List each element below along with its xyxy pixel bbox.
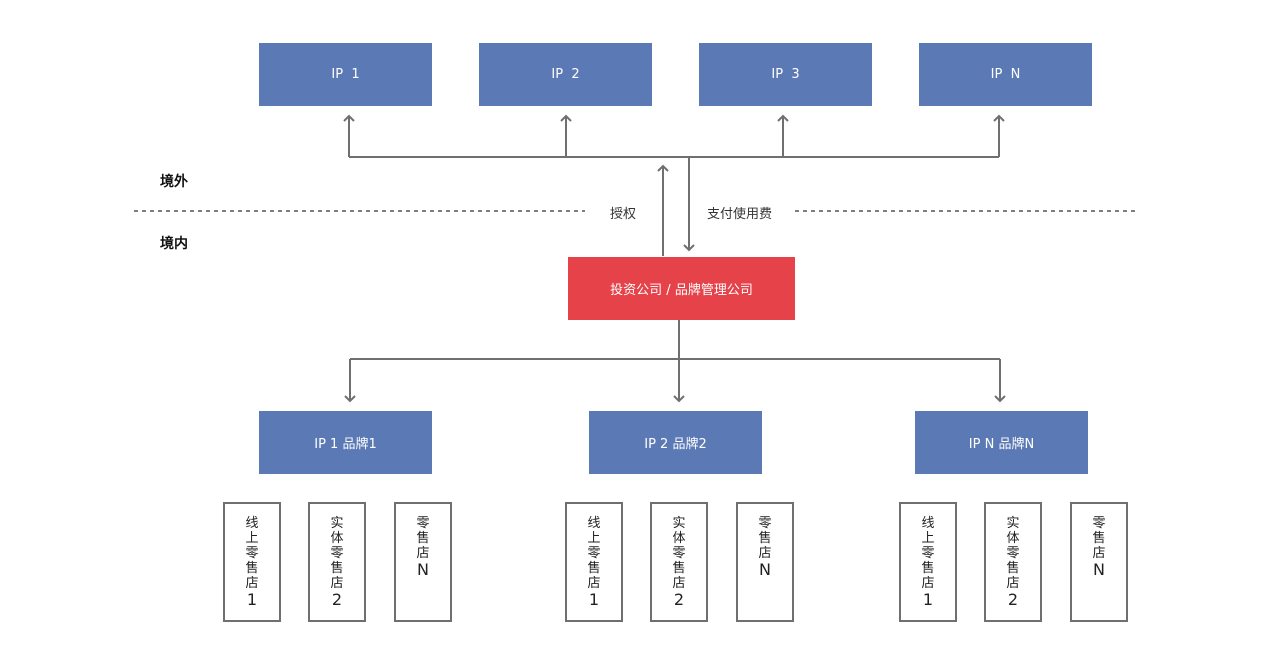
store-label-char: 售: [587, 561, 601, 576]
store-label-char: 售: [245, 561, 259, 576]
zone-domestic-label: 境内: [160, 236, 188, 252]
store-label-char: 售: [1006, 561, 1020, 576]
store-label-char: 上: [921, 531, 935, 546]
store-label-char: 实: [330, 516, 344, 531]
store-number: 2: [673, 590, 685, 609]
license-flow-label: 授权: [610, 207, 637, 222]
store-label-char: 零: [245, 546, 259, 561]
store-number: 2: [1007, 590, 1019, 609]
store-label-char: 零: [1006, 546, 1020, 561]
store-label-char: 零: [921, 546, 935, 561]
brand-node-n: IP N 品牌N: [915, 411, 1088, 474]
store-label-char: 店: [587, 576, 601, 591]
store-label-char: 体: [672, 531, 686, 546]
store-label-char: 店: [330, 576, 344, 591]
store-number: 1: [922, 590, 934, 609]
store-label-char: 零: [416, 516, 430, 531]
ip-node-label: IP 1: [331, 67, 360, 82]
store-label-char: 零: [758, 516, 772, 531]
store-label-char: 上: [587, 531, 601, 546]
store-label-char: 店: [1006, 576, 1020, 591]
brand-node-1: IP 1 品牌1: [259, 411, 432, 474]
store-label-char: 体: [1006, 531, 1020, 546]
store-label-char: 零: [587, 546, 601, 561]
store-label-char: 上: [245, 531, 259, 546]
brand-node-2: IP 2 品牌2: [589, 411, 762, 474]
store-number: N: [759, 560, 771, 579]
store-label-char: 售: [416, 531, 430, 546]
ip-node-label: IP 2: [551, 67, 580, 82]
ip-node-label: IP N: [990, 67, 1021, 82]
brand-node-label: IP N 品牌N: [968, 437, 1035, 452]
store-label-char: 售: [672, 561, 686, 576]
store-label-char: 店: [758, 546, 772, 561]
hub-node: 投资公司 / 品牌管理公司: [568, 257, 795, 320]
store-label-char: 店: [672, 576, 686, 591]
store-number: N: [1093, 560, 1105, 579]
store-label-char: 店: [921, 576, 935, 591]
store-label-char: 实: [1006, 516, 1020, 531]
store-label-char: 店: [245, 576, 259, 591]
store-label-char: 店: [416, 546, 430, 561]
store-label-char: 线: [921, 516, 935, 531]
store-label-char: 零: [672, 546, 686, 561]
store-label-char: 售: [330, 561, 344, 576]
zone-overseas-label: 境外: [160, 174, 188, 190]
ip-node-label: IP 3: [771, 67, 800, 82]
store-label-char: 售: [758, 531, 772, 546]
royalty-flow-label: 支付使用费: [707, 207, 773, 222]
store-number: 1: [246, 590, 258, 609]
ip-node-1: IP 1: [259, 43, 432, 106]
store-number: 2: [331, 590, 343, 609]
ip-node-n: IP N: [919, 43, 1092, 106]
store-label-char: 线: [245, 516, 259, 531]
store-number: 1: [588, 590, 600, 609]
store-label-char: 店: [1092, 546, 1106, 561]
store-label-char: 零: [330, 546, 344, 561]
store-number: N: [417, 560, 429, 579]
store-label-char: 线: [587, 516, 601, 531]
store-label-char: 实: [672, 516, 686, 531]
ip-node-2: IP 2: [479, 43, 652, 106]
store-label-char: 售: [1092, 531, 1106, 546]
brand-node-label: IP 1 品牌1: [314, 437, 377, 452]
hub-node-label: 投资公司 / 品牌管理公司: [610, 283, 753, 298]
brand-node-label: IP 2 品牌2: [644, 437, 707, 452]
ip-node-3: IP 3: [699, 43, 872, 106]
store-label-char: 零: [1092, 516, 1106, 531]
store-label-char: 售: [921, 561, 935, 576]
store-label-char: 体: [330, 531, 344, 546]
